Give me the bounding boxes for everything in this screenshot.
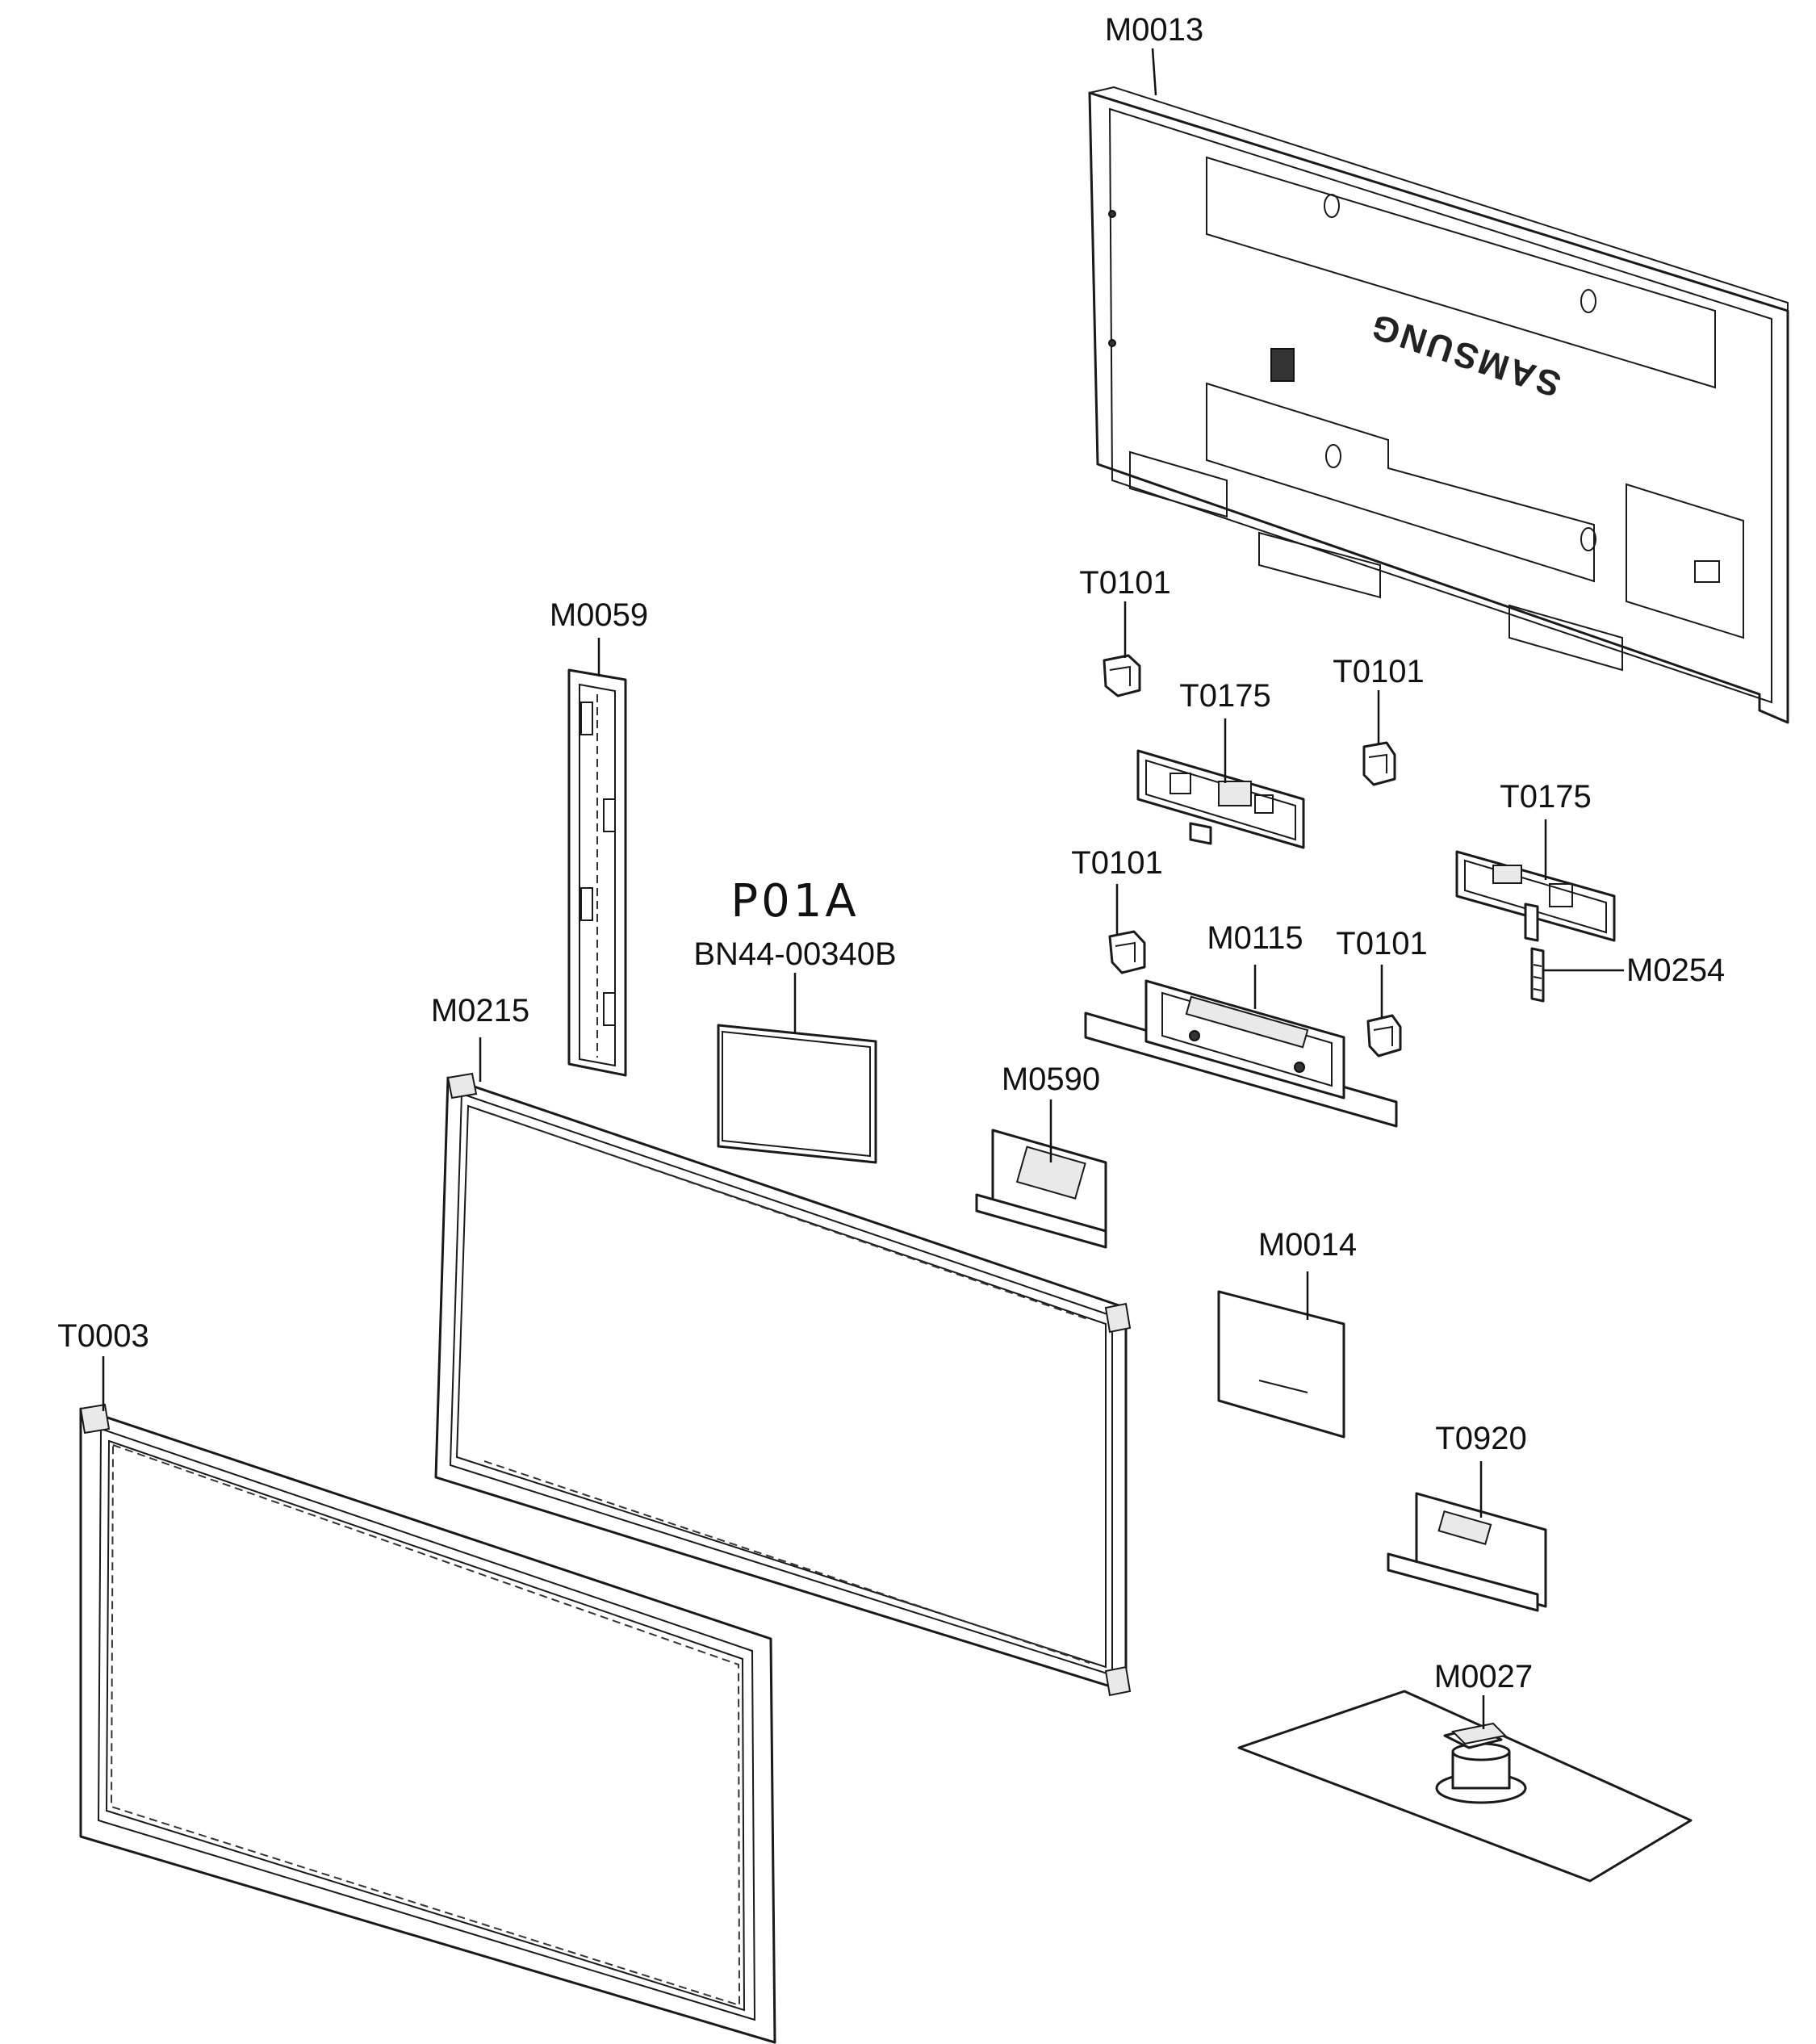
clip-part-t0101-d bbox=[1366, 1014, 1402, 1058]
label-bn44: BN44-00340B bbox=[693, 936, 896, 972]
label-m0254: M0254 bbox=[1626, 953, 1725, 988]
label-t0101-d: T0101 bbox=[1336, 926, 1427, 961]
back-cover-part: SAMSUNG bbox=[1088, 86, 1789, 724]
panel-frame-part-m0215 bbox=[434, 1072, 1132, 1697]
label-t0101-a: T0101 bbox=[1079, 565, 1170, 601]
clip-part-t0101-b bbox=[1362, 741, 1396, 786]
key-board-part-m0254 bbox=[1530, 947, 1545, 1003]
bracket-part-m0590 bbox=[975, 1129, 1107, 1249]
label-t0101-b: T0101 bbox=[1333, 654, 1424, 689]
handwritten-note: P01A bbox=[730, 875, 859, 928]
bracket-part-t0175-b bbox=[1455, 850, 1616, 942]
bracket-part-t0175-a bbox=[1136, 749, 1305, 849]
clip-part-t0101-a bbox=[1103, 654, 1141, 697]
label-m0014: M0014 bbox=[1258, 1227, 1357, 1263]
label-t0003: T0003 bbox=[57, 1318, 149, 1354]
label-t0920: T0920 bbox=[1435, 1421, 1526, 1456]
cover-part-t0920 bbox=[1387, 1492, 1547, 1612]
label-m0027: M0027 bbox=[1434, 1659, 1533, 1694]
sheet-part-m0014 bbox=[1217, 1290, 1345, 1439]
label-t0101-c: T0101 bbox=[1071, 845, 1162, 881]
front-bezel-part-t0003 bbox=[79, 1403, 776, 2044]
stand-bracket-part-m0115 bbox=[1084, 979, 1398, 1128]
label-m0115: M0115 bbox=[1207, 920, 1303, 956]
label-t0175-b: T0175 bbox=[1500, 779, 1591, 815]
label-m0013: M0013 bbox=[1105, 12, 1203, 48]
label-m0059: M0059 bbox=[550, 597, 648, 633]
stand-base-part-m0027 bbox=[1237, 1690, 1693, 1883]
label-m0215: M0215 bbox=[431, 993, 529, 1028]
label-t0175-a: T0175 bbox=[1179, 678, 1270, 714]
power-board-part-bn44 bbox=[717, 1024, 877, 1164]
vertical-bracket-part-m0059 bbox=[567, 668, 627, 1077]
clip-part-t0101-c bbox=[1108, 930, 1146, 974]
label-m0590: M0590 bbox=[1002, 1062, 1100, 1097]
